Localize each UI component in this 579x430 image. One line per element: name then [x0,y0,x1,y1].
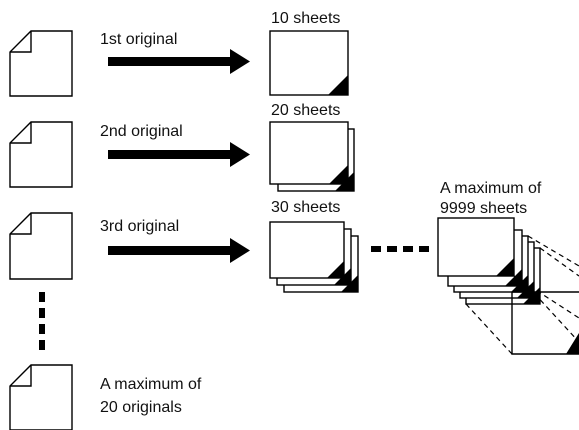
original-document-icon-3 [9,212,73,280]
arrow-2 [108,142,250,167]
sheet-stack-30 [269,221,359,293]
arrow-1 [108,49,250,74]
original-label-2: 2nd original [100,123,183,140]
original-document-icon-last [9,364,73,430]
original-label-1: 1st original [100,31,178,48]
sheet-stack-20 [269,121,355,192]
horizontal-ellipsis [371,246,429,252]
sheets-label-10: 10 sheets [271,10,341,27]
max-originals-label-line1: A maximum of [100,376,202,393]
vertical-ellipsis [39,292,45,350]
original-document-icon-1 [9,30,73,97]
original-document-icon-2 [9,121,73,188]
sheets-label-30: 30 sheets [271,199,341,216]
sheets-label-20: 20 sheets [271,102,341,119]
arrow-3 [108,238,250,263]
sheet-stack-max [437,217,579,355]
original-label-3: 3rd original [100,218,180,235]
max-originals-label-line2: 20 originals [100,399,182,416]
max-sheets-label-line2: 9999 sheets [440,200,528,217]
stack-extension-lines [465,235,579,355]
sheet-stack-10 [269,30,349,96]
max-sheets-label-line1: A maximum of [440,180,542,197]
